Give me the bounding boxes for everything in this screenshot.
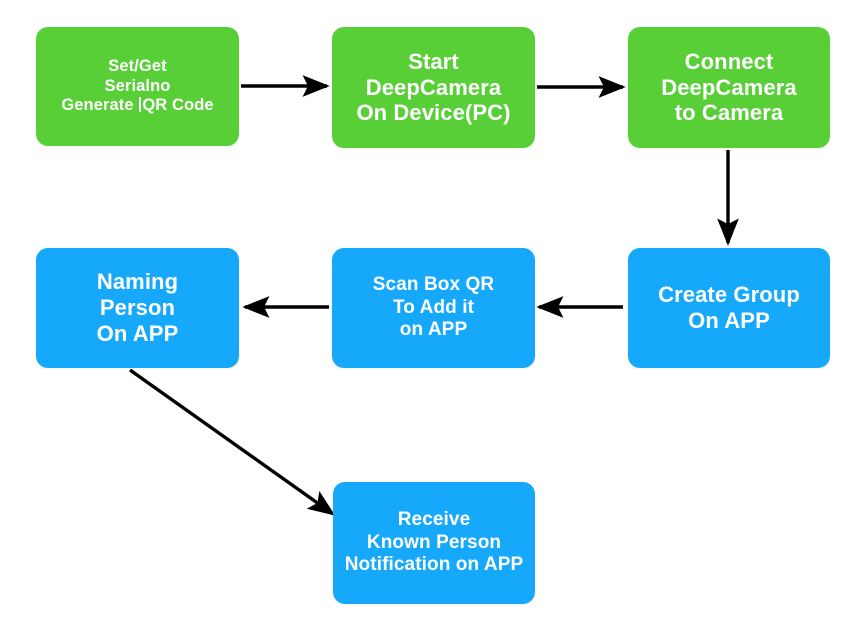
node-line-text-before-caret: Generate xyxy=(61,96,139,115)
node-line: DeepCamera xyxy=(365,74,502,100)
edge-arrow-naming-person-to-receive-notification xyxy=(129,368,336,516)
text-caret xyxy=(139,96,142,113)
node-create-group-on-app[interactable]: Create Group On APP xyxy=(628,248,830,368)
node-line: DeepCamera xyxy=(661,74,797,100)
node-line: On Device(PC) xyxy=(356,100,511,126)
node-set-get-serialno[interactable]: Set/Get Serialno Generate QR Code xyxy=(36,27,239,146)
node-line: to Camera xyxy=(674,100,784,126)
node-start-deepcamera-on-device[interactable]: Start DeepCamera On Device(PC) xyxy=(332,27,535,148)
node-line: Receive xyxy=(397,509,471,531)
node-line: Notification on APP xyxy=(344,554,524,576)
node-line-with-caret: Generate QR Code xyxy=(61,96,213,115)
node-line: Set/Get xyxy=(108,57,167,76)
node-line: To Add it xyxy=(392,296,475,318)
node-receive-known-person-notification-on-app[interactable]: Receive Known Person Notification on APP xyxy=(333,482,535,604)
node-connect-deepcamera-to-camera[interactable]: Connect DeepCamera to Camera xyxy=(628,27,830,148)
node-line: Person xyxy=(99,295,176,321)
node-naming-person-on-app[interactable]: Naming Person On APP xyxy=(36,248,239,368)
node-scan-box-qr-to-add-it-on-app[interactable]: Scan Box QR To Add it on APP xyxy=(332,248,535,368)
node-line: Naming xyxy=(96,269,179,295)
node-line: Known Person xyxy=(366,531,502,553)
node-line: On APP xyxy=(688,308,770,333)
node-line: Connect xyxy=(684,48,774,74)
node-line: Scan Box QR xyxy=(372,274,495,296)
node-line: on APP xyxy=(399,319,468,341)
node-line: Serialno xyxy=(104,76,171,95)
node-line-text-after-caret: QR Code xyxy=(142,96,214,115)
node-line: Create Group xyxy=(658,282,800,308)
node-line: Start xyxy=(408,48,459,74)
node-line: On APP xyxy=(96,320,179,346)
